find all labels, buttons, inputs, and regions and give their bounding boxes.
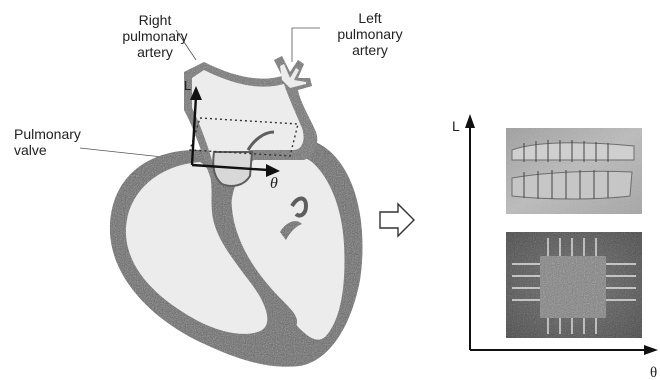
label-right-pulmonary-artery: Right pulmonary artery [110, 12, 200, 60]
strip-upper [512, 143, 634, 160]
label-pulmonary-valve: Pulmonary valve [14, 126, 94, 158]
heart-axis-L-label: L [184, 78, 191, 93]
plot-x-arrowhead [644, 345, 658, 355]
specimen-square [540, 256, 606, 318]
label-left-pulmonary-artery: Left pulmonary artery [320, 10, 420, 58]
open-arrow-icon [380, 204, 414, 236]
plot-y-arrowhead [465, 114, 475, 128]
photo-biaxial-specimen [506, 232, 642, 338]
photo-tissue-strips [506, 128, 642, 214]
strip-lower [512, 171, 632, 199]
plot-y-axis-label: L [452, 118, 460, 134]
leader-left-artery [292, 28, 320, 62]
heart-axis-theta-label: θ [270, 175, 278, 193]
plot-x-axis-label: θ [650, 365, 657, 380]
